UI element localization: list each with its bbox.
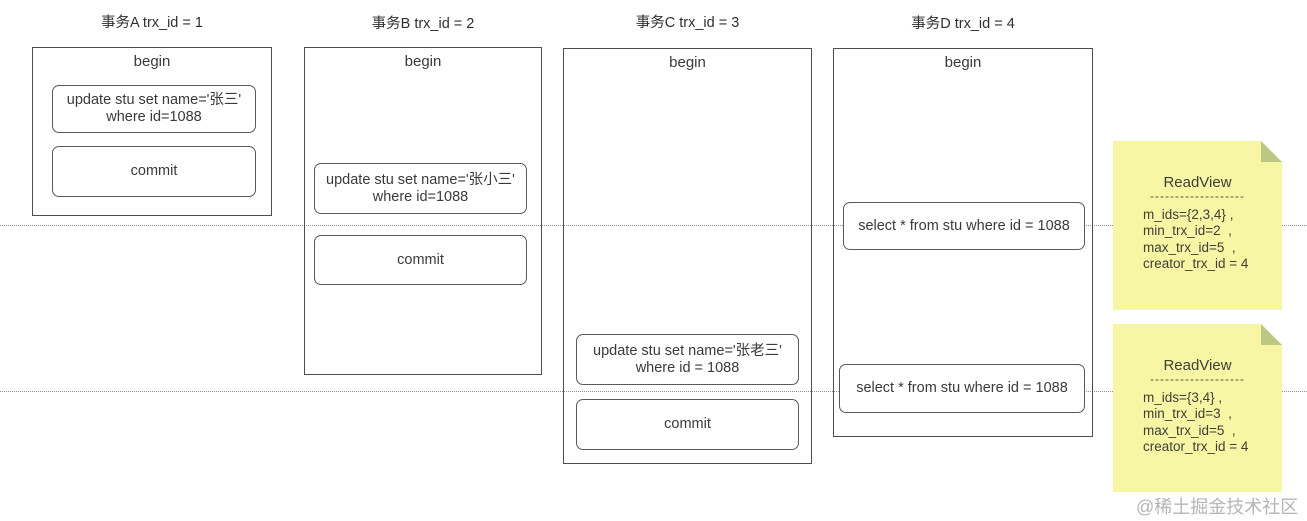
- readview-note-2-folded-corner-icon: [1261, 324, 1282, 345]
- transaction-a-update-sql-line1: update stu set name='张三': [66, 92, 242, 108]
- transaction-c-begin-label: begin: [669, 54, 706, 71]
- readview-note-1-line-max-trx-id: max_trx_id=5 ,: [1143, 239, 1236, 255]
- transaction-b-update-sql-line1: update stu set name='张小三': [326, 171, 515, 188]
- watermark: @稀土掘金技术社区: [1136, 497, 1299, 517]
- readview-note-1-line-min-trx-id: min_trx_id=2 ,: [1143, 223, 1232, 239]
- transaction-b-commit-label: commit: [397, 251, 444, 268]
- readview-note-2-title: ReadView: [1163, 357, 1232, 374]
- transaction-b-box: begin: [304, 47, 542, 375]
- readview-note-2-line-max-trx-id: max_trx_id=5 ,: [1143, 422, 1236, 438]
- timeline-dotted-line-1: [0, 225, 1307, 226]
- transaction-c-update-sql-line2: where id = 1088: [635, 359, 740, 376]
- transaction-c-commit-box: commit: [576, 399, 799, 450]
- transaction-a-commit-box: commit: [52, 146, 256, 197]
- transaction-d-select1-sql-text: select * from stu where id = 1088: [858, 217, 1070, 234]
- transaction-a-update-sql-box: update stu set name='张三' where id=1088: [52, 85, 256, 133]
- transaction-b-commit-box: commit: [314, 235, 527, 285]
- transaction-b-title: 事务B trx_id = 2: [371, 16, 475, 32]
- readview-note-1-separator: -------------------: [1150, 191, 1245, 201]
- transaction-b-update-sql-line2: where id=1088: [372, 188, 469, 205]
- transaction-a-title: 事务A trx_id = 1: [101, 15, 203, 31]
- transaction-d-title: 事务D trx_id = 4: [911, 16, 1015, 32]
- transaction-d-begin-label: begin: [944, 54, 982, 71]
- transaction-b-update-sql-box: update stu set name='张小三' where id=1088: [314, 163, 527, 214]
- readview-note-1-lines: m_ids={2,3,4} , min_trx_id=2 , max_trx_i…: [1113, 207, 1282, 273]
- readview-note-2-lines: m_ids={3,4} , min_trx_id=3 , max_trx_id=…: [1113, 390, 1282, 456]
- readview-note-2-line-min-trx-id: min_trx_id=3 ,: [1143, 406, 1232, 422]
- readview-note-1-title: ReadView: [1163, 174, 1232, 191]
- timeline-dotted-line-2: [0, 391, 1307, 392]
- transaction-d-box: begin: [833, 48, 1093, 437]
- readview-note-2-line-creator-trx-id: creator_trx_id = 4: [1143, 439, 1249, 455]
- readview-note-1-folded-corner-icon: [1261, 141, 1282, 162]
- transaction-c-title: 事务C trx_id = 3: [635, 15, 740, 31]
- transaction-a-begin-label: begin: [133, 53, 171, 70]
- transaction-c-commit-label: commit: [664, 416, 711, 432]
- transaction-a-box: begin: [32, 47, 272, 216]
- transaction-a-commit-label: commit: [130, 163, 178, 179]
- transaction-d-select2-sql-box: select * from stu where id = 1088: [839, 364, 1085, 413]
- readview-note-2-line-m-ids: m_ids={3,4} ,: [1143, 390, 1223, 405]
- transaction-a-update-sql-line2: where id=1088: [106, 109, 202, 125]
- transaction-c-update-sql-line1: update stu set name='张老三': [593, 342, 782, 359]
- transaction-c-box: begin: [563, 48, 812, 464]
- readview-note-1-line-m-ids: m_ids={2,3,4} ,: [1143, 207, 1234, 222]
- transaction-d-select2-sql-text: select * from stu where id = 1088: [856, 380, 1068, 396]
- readview-note-1: ReadView ------------------- m_ids={2,3,…: [1113, 141, 1282, 310]
- transaction-d-select1-sql-box: select * from stu where id = 1088: [843, 202, 1085, 250]
- readview-note-2: ReadView ------------------- m_ids={3,4}…: [1113, 324, 1282, 492]
- readview-note-1-line-creator-trx-id: creator_trx_id = 4: [1143, 256, 1249, 272]
- transaction-b-begin-label: begin: [404, 53, 442, 70]
- transaction-c-update-sql-box: update stu set name='张老三' where id = 108…: [576, 334, 799, 385]
- readview-note-2-separator: -------------------: [1150, 374, 1245, 384]
